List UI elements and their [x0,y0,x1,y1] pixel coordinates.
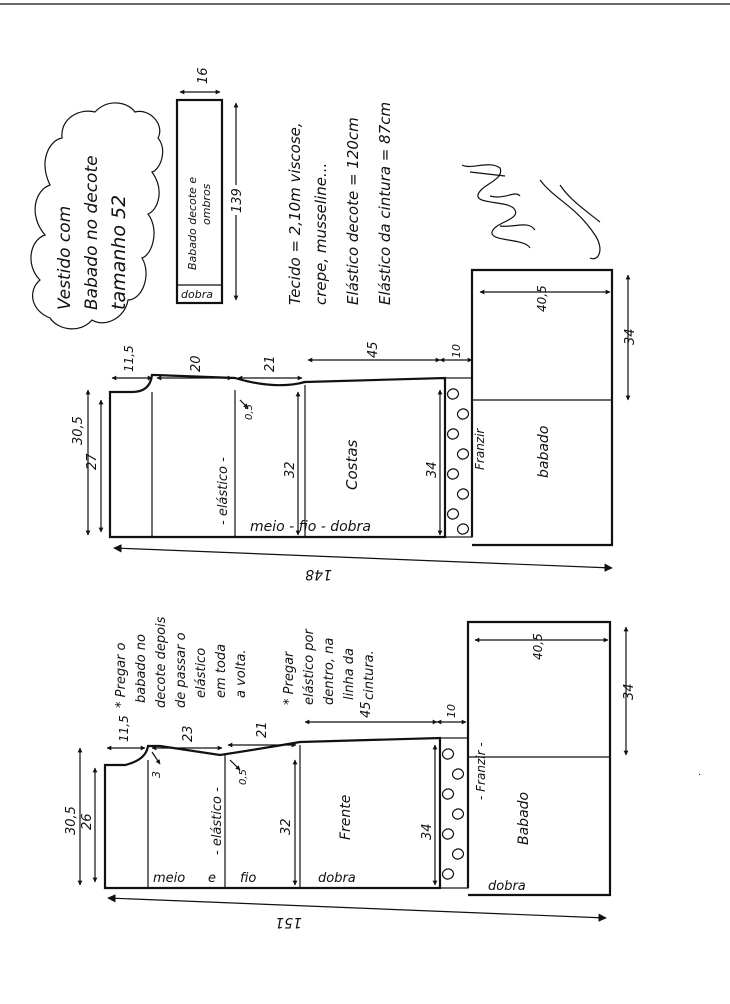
back-total-length: 148 [305,566,332,582]
front-total-length: 151 [275,914,302,930]
back-dim-10: 10 [450,344,463,358]
back-dim-405: 40,5 [535,285,549,312]
instr-line-5: elástico [194,648,209,698]
back-franzir-label: Franzir [473,428,487,470]
signature [461,164,601,260]
front-franzir-label: - Franzir - [474,742,488,800]
instructions-text: * Pregar o babado no decote depois de pa… [114,616,249,708]
front-dim-34b: 34 [622,683,637,700]
back-dim-27: 27 [85,453,100,470]
title-line-1: Vestido com [55,206,75,310]
fabric-notes: Tecido = 2,10m viscose, crepe, musseline… [286,102,394,305]
front-dim-23: 23 [181,725,196,742]
stray-mark: · [698,770,701,781]
front-fold-label: dobra [488,879,526,894]
instr-line-7: a volta. [234,649,249,698]
front-dim-45: 45 [359,701,374,718]
front-babado-label: Babado [516,792,532,845]
strip-length-label: 139 [230,188,245,213]
back-dim-32: 32 [283,461,298,478]
strip-name-line-1: Babado decote e [186,177,199,270]
front-dim-115: 11,5 [117,715,131,742]
instr-line-4: de passar o [174,632,189,708]
back-pattern: 30,5 27 11,5 20 21 45 10 0,5 32 34 40,5 … [71,268,638,582]
instr-line-3: decote depois [154,616,169,708]
back-dim-115: 11,5 [122,345,136,372]
strip-name-line-2: ombros [200,183,213,225]
front-meio-label: meio [153,871,185,886]
front-frente-label: Frente [338,795,354,840]
instr-line-6: em toda [214,644,229,698]
instr-line-10: dentro, na [322,638,337,705]
instr-line-12: cintura. [362,650,377,700]
front-dim-26: 26 [80,813,95,830]
front-dim-3: 3 [150,771,163,778]
back-fold-label: meio - fio - dobra [250,519,371,535]
front-dim-32: 32 [279,818,294,835]
back-dim-21: 21 [263,355,278,372]
front-fio-label: fio [240,871,256,886]
front-dim-05: 0,5 [238,769,249,785]
front-e-label: e [208,871,216,886]
note-elastico-cintura: Elástico da cintura = 87cm [376,102,394,305]
back-dim-05: 0,5 [244,404,255,420]
back-elastico-label: - elástico - [216,457,231,525]
note-tecido-1: Tecido = 2,10m viscose, [286,122,304,305]
instr-line-1: * Pregar o [114,642,129,708]
strip-width-label: 16 [196,67,211,84]
instr-line-11: linha da [342,648,357,700]
title-line-3: tamanho 52 [108,195,130,310]
neckline-ruffle-strip: 16 139 Babado decote e ombros dobra [175,67,245,305]
note-tecido-2: crepe, musseline... [312,163,330,305]
back-babado-label: babado [536,426,552,478]
back-dim-305: 30,5 [71,416,86,445]
title-line-2: Babado no decote [82,155,102,310]
front-dim-10: 10 [445,704,458,718]
strip-fold-label: dobra [181,288,213,301]
back-costas-label: Costas [343,439,361,490]
title-cloud: Vestido com Babado no decote tamanho 52 [30,102,164,330]
front-elastico-label: - elástico - [210,787,225,855]
front-dim-305: 30,5 [64,806,79,835]
instr-line-2: babado no [134,634,149,703]
instr-line-8: * Pregar [282,650,297,705]
instr-line-9: elástico por [302,628,317,705]
back-dim-34b: 34 [623,328,638,345]
note-elastico-decote: Elástico decote = 120cm [344,117,362,305]
back-dim-45: 45 [366,341,381,358]
front-pattern: 30,5 26 11,5 23 21 45 10 3 0,5 32 34 40,… [64,620,637,930]
front-dim-405: 40,5 [531,633,545,660]
front-dobra-label: dobra [318,871,356,886]
instructions-text-2: * Pregar elástico por dentro, na linha d… [282,628,377,705]
back-dim-20: 20 [189,355,204,372]
front-dim-21: 21 [255,721,270,738]
front-dim-34: 34 [420,823,435,840]
back-dim-34: 34 [425,461,440,478]
